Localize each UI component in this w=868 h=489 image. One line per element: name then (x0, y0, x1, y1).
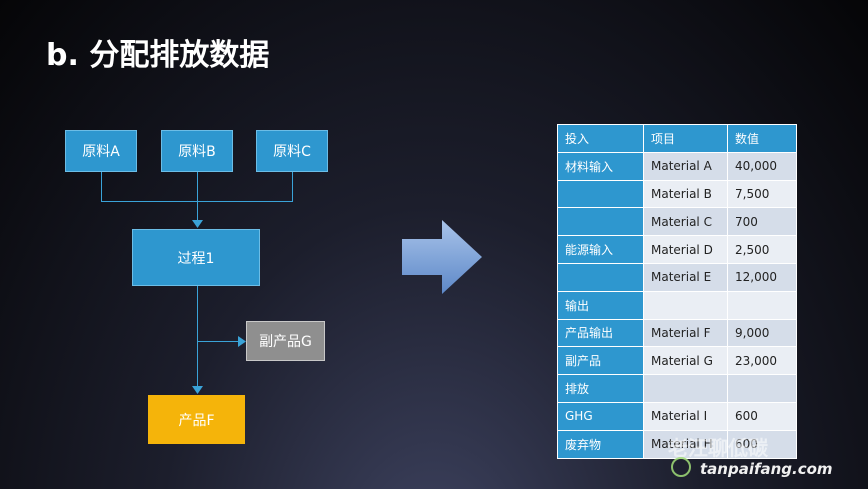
connector-b-down (197, 172, 198, 222)
cell-item: Material F (643, 318, 728, 348)
cell-item: Material B (643, 179, 728, 209)
cell-item: Material C (643, 207, 728, 237)
data-table: 投入 项目 数值 材料输入 Material A 40,000 Material… (557, 124, 797, 459)
watermark-logo-icon (671, 457, 691, 477)
table-header-row: 投入 项目 数值 (557, 124, 797, 153)
byproduct-label: 副产品G (259, 334, 312, 350)
connector-c-down (292, 172, 293, 202)
cell-category: 能源输入 (557, 235, 644, 264)
cell-category: 排放 (557, 374, 644, 403)
material-a-label: 原料A (82, 144, 120, 160)
table-row: GHG Material I 600 (557, 401, 797, 431)
header-value: 数值 (727, 124, 797, 153)
arrow-into-process-icon (192, 220, 203, 228)
cell-value: 700 (727, 207, 797, 237)
cell-item: Material A (643, 151, 728, 181)
process-label: 过程1 (177, 250, 215, 267)
connector-a-down (101, 172, 102, 202)
connector-horizontal (101, 201, 293, 202)
arrow-into-product-icon (192, 386, 203, 394)
cell-category: 废弃物 (557, 429, 644, 459)
cell-item (643, 374, 728, 403)
cell-value: 600 (727, 401, 797, 431)
cell-category: GHG (557, 401, 644, 431)
cell-value: 2,500 (727, 235, 797, 264)
material-a-box: 原料A (65, 130, 137, 172)
cell-value: 40,000 (727, 151, 797, 181)
slide-title: b. 分配排放数据 (46, 38, 270, 73)
table-row: 废弃物 Material H 600 (557, 429, 797, 459)
cell-value: 600 (727, 429, 797, 459)
cell-item (643, 290, 728, 320)
cell-category: 产品输出 (557, 318, 644, 348)
table-row: 材料输入 Material A 40,000 (557, 151, 797, 181)
cell-category (557, 179, 644, 209)
table-row: Material E 12,000 (557, 262, 797, 292)
cell-value: 12,000 (727, 262, 797, 292)
cell-item: Material I (643, 401, 728, 431)
cell-item: Material D (643, 235, 728, 264)
cell-item: Material E (643, 262, 728, 292)
cell-category (557, 262, 644, 292)
cell-category: 副产品 (557, 346, 644, 376)
material-b-label: 原料B (178, 144, 216, 160)
right-arrow-icon (402, 220, 482, 294)
cell-value: 9,000 (727, 318, 797, 348)
cell-category: 输出 (557, 290, 644, 320)
arrow-into-byproduct-icon (238, 336, 246, 347)
connector-to-byproduct (197, 341, 239, 342)
table-row: 产品输出 Material F 9,000 (557, 318, 797, 348)
material-b-box: 原料B (161, 130, 233, 172)
table-row: 能源输入 Material D 2,500 (557, 235, 797, 264)
byproduct-box: 副产品G (246, 321, 325, 361)
cell-value (727, 374, 797, 403)
cell-value: 7,500 (727, 179, 797, 209)
header-item: 项目 (643, 124, 728, 153)
header-input: 投入 (557, 124, 644, 153)
material-c-box: 原料C (256, 130, 328, 172)
product-label: 产品F (178, 412, 215, 429)
cell-item: Material G (643, 346, 728, 376)
table-row: 输出 (557, 290, 797, 320)
watermark-url: tanpaifang.com (700, 460, 833, 478)
table-row: 副产品 Material G 23,000 (557, 346, 797, 376)
connector-process-down (197, 286, 198, 386)
watermark-name: 老汪聊低碳 (668, 436, 768, 460)
table-row: 排放 (557, 374, 797, 403)
table-row: Material C 700 (557, 207, 797, 237)
table-row: Material B 7,500 (557, 179, 797, 209)
process-box: 过程1 (132, 229, 260, 286)
product-box: 产品F (148, 395, 245, 444)
material-c-label: 原料C (273, 144, 311, 160)
cell-value (727, 290, 797, 320)
cell-category (557, 207, 644, 237)
cell-value: 23,000 (727, 346, 797, 376)
cell-category: 材料输入 (557, 151, 644, 181)
